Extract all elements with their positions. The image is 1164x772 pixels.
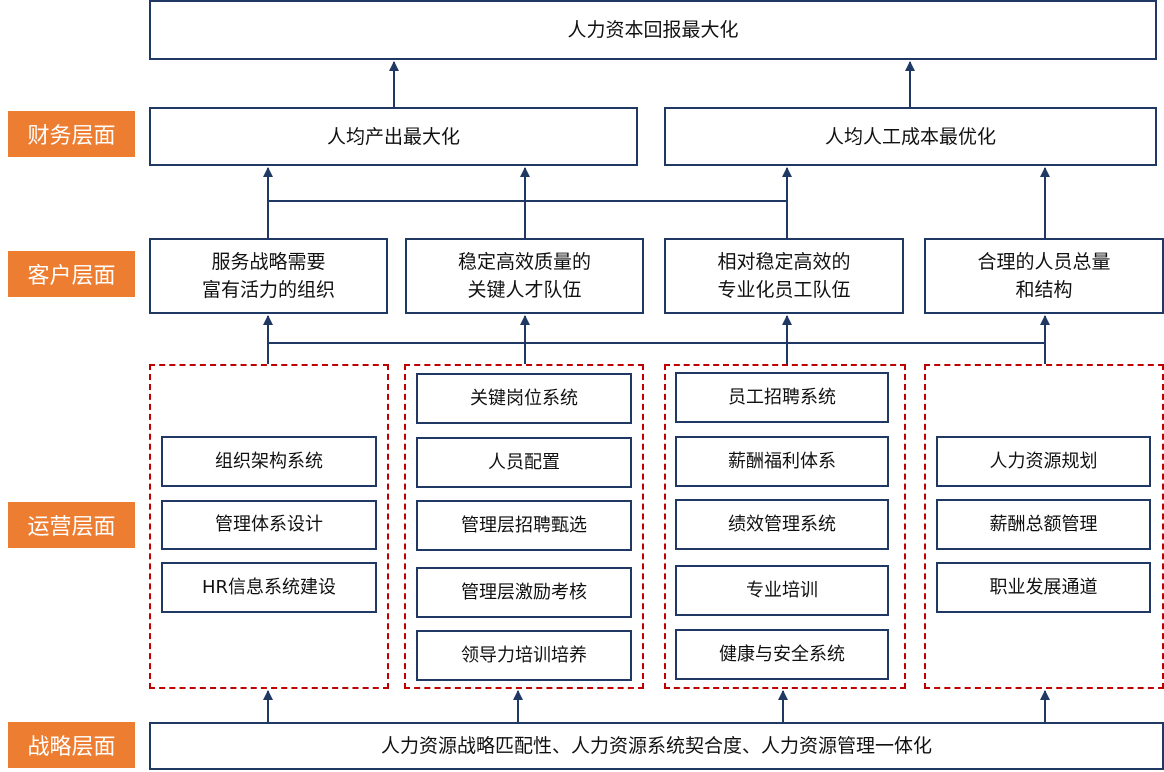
operation-group-4	[924, 364, 1164, 689]
customer-text-3: 相对稳定高效的 专业化员工队伍	[717, 251, 851, 301]
operation-group-2	[404, 364, 644, 689]
top-goal-text: 人力资本回报最大化	[567, 19, 739, 41]
customer-box-1: 服务战略需要 富有活力的组织	[149, 238, 388, 314]
customer-box-3: 相对稳定高效的 专业化员工队伍	[664, 238, 904, 314]
operation-item: 专业培训	[675, 565, 889, 616]
operation-item: 管理体系设计	[161, 500, 377, 550]
customer-text-1: 服务战略需要 富有活力的组织	[201, 251, 335, 301]
financial-box-1: 人均产出最大化	[149, 107, 638, 166]
customer-text-4: 合理的人员总量 和结构	[977, 251, 1111, 301]
customer-box-2: 稳定高效质量的 关键人才队伍	[405, 238, 644, 314]
operation-item: 员工招聘系统	[675, 372, 889, 423]
operation-item: HR信息系统建设	[161, 562, 377, 613]
financial-text-2: 人均人工成本最优化	[824, 125, 996, 148]
top-goal-box: 人力资本回报最大化	[149, 0, 1157, 60]
level-label-financial: 财务层面	[8, 111, 135, 157]
operation-item: 职业发展通道	[936, 562, 1151, 613]
operation-item: 人员配置	[416, 437, 632, 488]
level-label-customer: 客户层面	[8, 251, 135, 297]
operation-item: 管理层招聘甄选	[416, 500, 632, 551]
operation-item: 健康与安全系统	[675, 629, 889, 680]
level-label-strategy: 战略层面	[8, 722, 135, 768]
operation-item: 人力资源规划	[936, 436, 1151, 487]
operation-item: 关键岗位系统	[416, 373, 632, 424]
operation-item: 组织架构系统	[161, 436, 377, 487]
financial-box-2: 人均人工成本最优化	[664, 107, 1157, 166]
operation-item: 绩效管理系统	[675, 499, 889, 550]
financial-text-1: 人均产出最大化	[326, 125, 460, 148]
operation-item: 薪酬福利体系	[675, 436, 889, 487]
strategy-box: 人力资源战略匹配性、人力资源系统契合度、人力资源管理一体化	[149, 722, 1164, 770]
level-label-operation: 运营层面	[8, 502, 135, 548]
customer-box-4: 合理的人员总量 和结构	[924, 238, 1164, 314]
operation-group-1	[149, 364, 389, 689]
operation-item: 管理层激励考核	[416, 567, 632, 618]
operation-group-3	[664, 364, 906, 689]
strategy-text: 人力资源战略匹配性、人力资源系统契合度、人力资源管理一体化	[380, 735, 932, 757]
operation-item: 薪酬总额管理	[936, 499, 1151, 550]
operation-item: 领导力培训培养	[416, 630, 632, 681]
customer-text-2: 稳定高效质量的 关键人才队伍	[457, 251, 591, 301]
